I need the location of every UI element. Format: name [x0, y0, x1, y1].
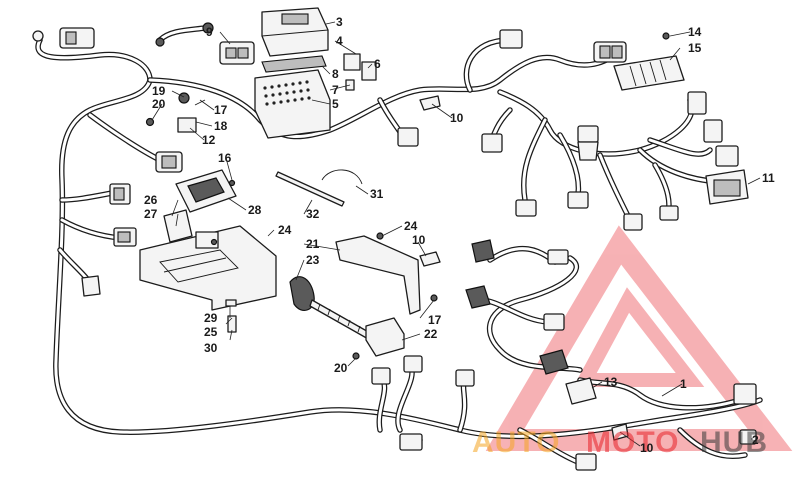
- callout-27: 27: [144, 207, 158, 221]
- callout-24-left: 24: [278, 223, 292, 237]
- callout-10-lower: 10: [640, 441, 654, 455]
- callout-14: 14: [688, 25, 702, 39]
- leader-lines: [151, 21, 761, 447]
- fastener-29-25-30: [225, 299, 237, 333]
- fuse-box-base: [254, 69, 331, 139]
- left-connectors: [81, 183, 137, 297]
- callout-20-upper: 20: [152, 97, 166, 111]
- relay-block-9: [219, 41, 255, 65]
- callout-29: 29: [204, 311, 218, 325]
- connector-16: [155, 151, 183, 173]
- watermark-triangle-inner: [573, 287, 705, 387]
- battery-lead-terminal: [155, 22, 214, 47]
- callout-20-lower: 20: [334, 361, 348, 375]
- callout-26: 26: [144, 193, 158, 207]
- callout-32: 32: [306, 207, 320, 221]
- callout-12: 12: [202, 133, 216, 147]
- ecu-module-28: [175, 169, 237, 213]
- cable-clip-31: [321, 169, 363, 185]
- sensor-connectors-mid: [371, 239, 597, 471]
- relay-6: [361, 61, 377, 81]
- watermark-text-hub: HUB: [700, 426, 768, 459]
- watermark-text-auto: AUTO: [472, 426, 560, 459]
- callout-3: 3: [336, 15, 343, 29]
- regulator-15: [613, 32, 685, 91]
- callout-1: 1: [680, 377, 687, 391]
- callout-17-lower: 17: [428, 313, 442, 327]
- watermark-logo: [485, 225, 793, 451]
- mounting-bracket-21: [139, 225, 277, 311]
- callout-6: 6: [374, 57, 381, 71]
- connector-11: [705, 169, 749, 205]
- callout-21: 21: [306, 237, 320, 251]
- cable-strap-23: [289, 276, 315, 312]
- clip-10-mid: [419, 95, 441, 267]
- watermark-triangle-outer: [485, 225, 793, 451]
- callout-10-upper: 10: [450, 111, 464, 125]
- callout-30: 30: [204, 341, 218, 355]
- callout-22: 22: [424, 327, 438, 341]
- cable-tie-32: [275, 171, 345, 207]
- callout-28: 28: [248, 203, 262, 217]
- watermark-text: AUTO MOTO HUB: [472, 426, 768, 459]
- upper-right-connectors: [397, 29, 679, 231]
- callout-25: 25: [204, 325, 218, 339]
- switch-22: [352, 317, 405, 360]
- top-left-connector: [32, 27, 95, 49]
- callout-19: 19: [152, 84, 166, 98]
- callout-9: 9: [206, 25, 213, 39]
- callout-11: 11: [762, 171, 775, 185]
- relay-4: [343, 53, 361, 71]
- fuse-grid: [263, 80, 311, 106]
- callout-8: 8: [332, 67, 339, 81]
- callout-15: 15: [688, 41, 702, 55]
- callout-4: 4: [336, 34, 343, 48]
- callout-10-mid: 10: [412, 233, 426, 247]
- connector-blocks-right: [687, 91, 739, 167]
- callout-31: 31: [370, 187, 384, 201]
- callout-13: 13: [604, 375, 618, 389]
- fuse-strip-8: [261, 55, 327, 73]
- bracket-26-27: [163, 209, 193, 243]
- fuse-box-cover-3: [261, 7, 329, 57]
- watermark-text-moto: MOTO: [586, 426, 679, 459]
- callout-23: 23: [306, 253, 320, 267]
- callout-7: 7: [332, 83, 339, 97]
- callout-16: 16: [218, 151, 232, 165]
- callout-24-right: 24: [404, 219, 418, 233]
- callout-2: 2: [752, 433, 759, 447]
- callout-5: 5: [332, 97, 339, 111]
- callout-labels: 1 2 3 4 5 6 7 8 9 10 10 10 11 12 13 14 1…: [144, 15, 775, 455]
- callout-18: 18: [214, 119, 228, 133]
- callout-17-upper: 17: [214, 103, 228, 117]
- bracket-plate-21: [335, 232, 438, 315]
- connector-13: [539, 349, 597, 405]
- threaded-rod: [309, 299, 373, 341]
